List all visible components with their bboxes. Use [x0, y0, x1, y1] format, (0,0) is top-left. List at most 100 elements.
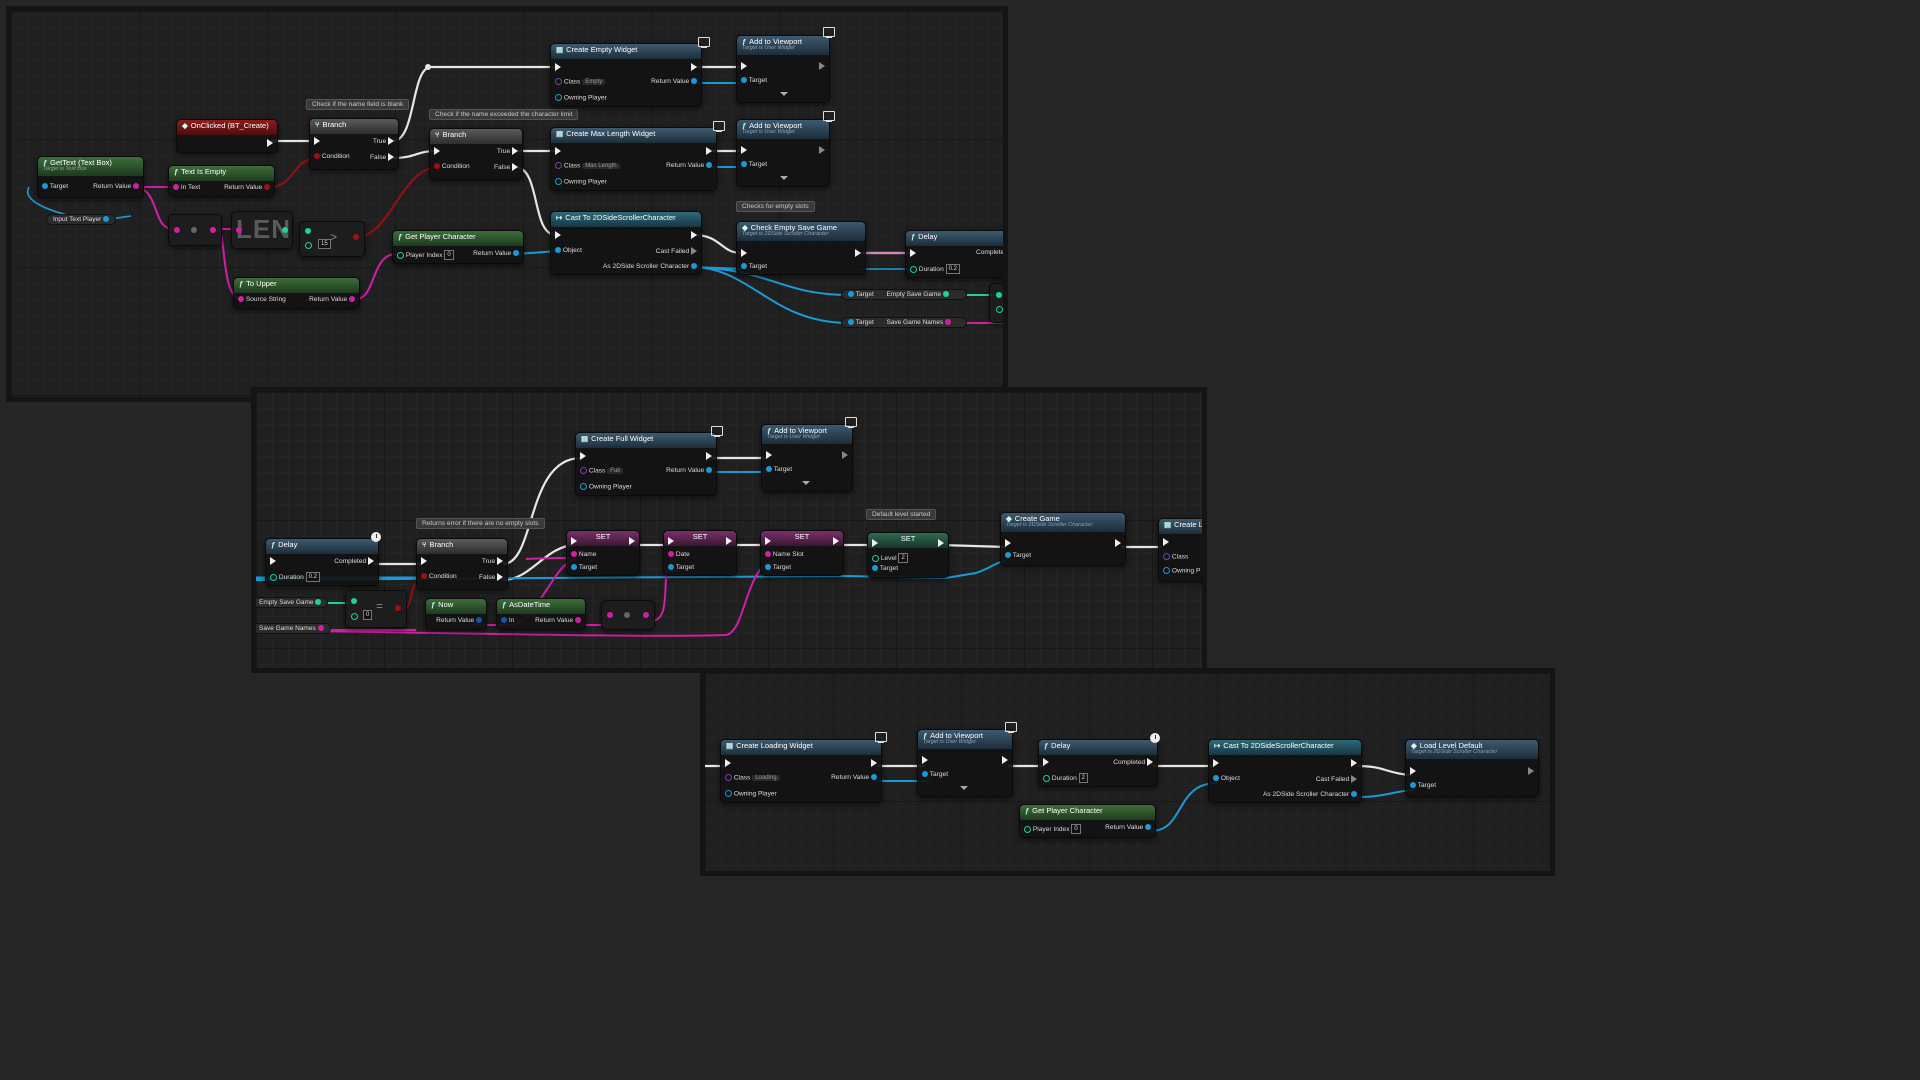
chevron-down-icon[interactable]	[960, 786, 968, 790]
node-create-loading-widget[interactable]: ▤Create Loading Widget Class Loading Ret…	[720, 739, 882, 803]
name-pin[interactable]	[571, 551, 577, 558]
target-pin[interactable]	[922, 771, 928, 778]
class-pin[interactable]	[555, 78, 562, 85]
target-pin[interactable]	[872, 565, 878, 572]
exec-in-pin[interactable]	[1213, 759, 1219, 767]
level-pin[interactable]	[872, 554, 879, 562]
out-pin[interactable]	[395, 605, 401, 611]
condition-pin[interactable]	[314, 153, 320, 160]
class-select[interactable]: Max Length	[582, 162, 620, 169]
out-pin[interactable]	[353, 234, 359, 240]
chevron-down-icon[interactable]	[780, 176, 788, 180]
exec-out-pin[interactable]	[1002, 756, 1008, 764]
exec-in-pin[interactable]	[872, 539, 878, 547]
exec-out-pin[interactable]	[726, 537, 732, 545]
return-pin[interactable]	[871, 774, 877, 781]
return-pin[interactable]	[706, 162, 712, 169]
target-pin[interactable]	[741, 263, 747, 270]
exec-out-pin[interactable]	[842, 451, 848, 459]
exec-out-pin[interactable]	[267, 139, 273, 147]
node-branch-2[interactable]: ⑂Branch True Condition False	[429, 128, 523, 180]
player-index-input[interactable]: 0	[444, 250, 454, 260]
class-select[interactable]: Full	[607, 467, 623, 474]
out-pin[interactable]	[942, 291, 949, 298]
return-pin[interactable]	[691, 78, 697, 85]
exec-false-pin[interactable]	[512, 163, 518, 171]
target-pin[interactable]	[765, 564, 771, 571]
class-pin[interactable]	[725, 774, 732, 781]
in-pin[interactable]	[236, 227, 242, 233]
target-pin[interactable]	[741, 77, 747, 84]
exec-in-pin[interactable]	[555, 231, 561, 239]
var-input-text-player[interactable]: Input Text Player	[46, 214, 117, 225]
in-text-pin[interactable]	[173, 184, 179, 191]
target-pin[interactable]	[571, 564, 577, 571]
duration-pin[interactable]	[910, 265, 917, 273]
exec-in-pin[interactable]	[555, 63, 561, 71]
chevron-down-icon[interactable]	[802, 481, 810, 485]
exec-in-pin[interactable]	[580, 452, 586, 460]
return-pin[interactable]	[575, 617, 581, 624]
target-pin[interactable]	[766, 466, 772, 473]
duration-pin[interactable]	[1043, 774, 1050, 782]
exec-in-pin[interactable]	[421, 557, 427, 565]
return-pin[interactable]	[706, 467, 712, 474]
exec-in-pin[interactable]	[741, 62, 747, 70]
a-pin[interactable]	[351, 598, 357, 604]
exec-out-pin[interactable]	[629, 537, 635, 545]
class-pin[interactable]	[580, 467, 587, 474]
node-len[interactable]: LEN	[231, 211, 293, 249]
duration-pin[interactable]	[270, 573, 277, 581]
exec-in-pin[interactable]	[270, 557, 276, 565]
node-set-name[interactable]: SET Name Target	[566, 530, 640, 576]
out-pin[interactable]	[282, 227, 288, 233]
exec-out-pin[interactable]	[1351, 759, 1357, 767]
exec-in-pin[interactable]	[668, 537, 674, 545]
player-index-pin[interactable]	[1024, 825, 1031, 833]
duration-input[interactable]: 0.2	[945, 264, 960, 274]
return-pin[interactable]	[1145, 824, 1151, 831]
in-pin[interactable]	[996, 292, 1002, 298]
owning-player-pin[interactable]	[555, 178, 562, 185]
target-pin[interactable]	[42, 183, 48, 190]
cast-failed-pin[interactable]	[691, 247, 697, 255]
condition-pin[interactable]	[421, 573, 427, 580]
chevron-down-icon[interactable]	[780, 92, 788, 96]
source-pin[interactable]	[238, 296, 244, 303]
var-save-game-names[interactable]: Save Game Names	[256, 623, 331, 634]
in-pin[interactable]	[501, 617, 507, 624]
node-create-full-widget[interactable]: ▤Create Full Widget Class Full Return Va…	[575, 432, 717, 496]
exec-out-pin[interactable]	[1528, 767, 1534, 775]
exec-in-pin[interactable]	[725, 759, 731, 767]
var-pin[interactable]	[315, 599, 322, 606]
owning-player-pin[interactable]	[1163, 567, 1170, 574]
target-pin[interactable]	[668, 564, 674, 571]
node-branch-3[interactable]: ⑂Branch True Condition False	[416, 538, 508, 590]
in-pin[interactable]	[996, 306, 1003, 313]
node-create-max-length-widget[interactable]: ▤Create Max Length Widget Class Max Leng…	[550, 127, 717, 191]
exec-in-pin[interactable]	[314, 137, 320, 145]
name-slot-pin[interactable]	[765, 551, 771, 558]
duration-input[interactable]: 0.2	[305, 572, 320, 582]
var-pin[interactable]	[317, 625, 324, 632]
target-pin[interactable]	[848, 319, 854, 326]
return-pin[interactable]	[264, 184, 270, 191]
node-equals[interactable]: 0 =	[345, 590, 407, 628]
exec-in-pin[interactable]	[1043, 758, 1049, 766]
get-save-game-names[interactable]: Target Save Game Names	[841, 317, 967, 328]
exec-out-pin[interactable]	[691, 63, 697, 71]
var-pin[interactable]	[103, 216, 110, 223]
owning-player-pin[interactable]	[580, 483, 587, 490]
condition-pin[interactable]	[434, 163, 440, 170]
exec-in-pin[interactable]	[571, 537, 577, 545]
class-pin[interactable]	[555, 162, 562, 169]
value-box[interactable]: 0	[363, 610, 373, 620]
exec-in-pin[interactable]	[765, 537, 771, 545]
